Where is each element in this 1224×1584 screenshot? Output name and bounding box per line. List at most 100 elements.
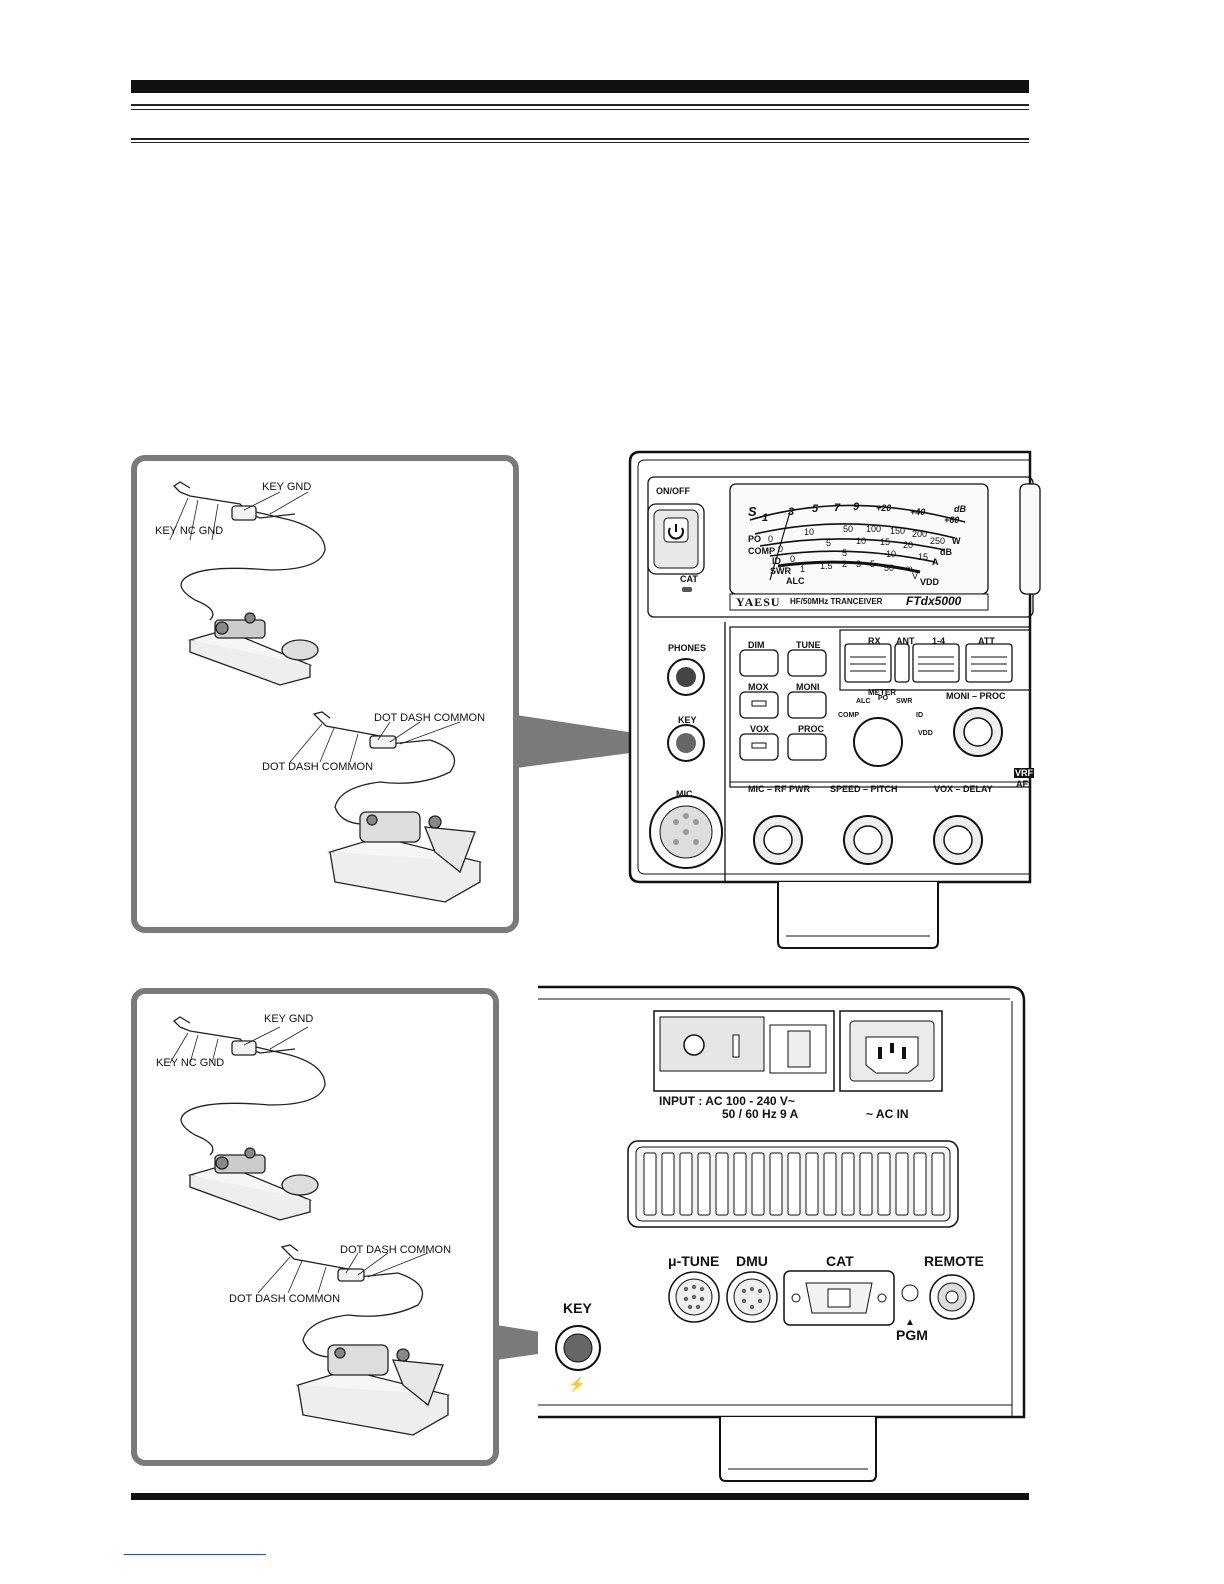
footer-bar (131, 1493, 1029, 1500)
phones-label: PHONES (668, 643, 707, 653)
meter-id-5: 5 (842, 548, 848, 558)
meter-db-label: dB (954, 504, 966, 514)
mox-button-label: MOX (748, 682, 769, 692)
rear-paddle-plug-bottom-label: DOT DASH COMMON (229, 1293, 341, 1305)
ant-range-label: 1-4 (932, 636, 946, 646)
meter-selector-label: METER (868, 688, 896, 697)
meter-pos-id: ID (916, 712, 923, 719)
header-rule-4 (131, 142, 1029, 143)
meter-po-10: 10 (804, 527, 815, 537)
meter-po-200: 200 (912, 529, 928, 539)
vox-button-label: VOX (750, 724, 770, 734)
meter-pos-comp: COMP (838, 712, 859, 719)
cat-connector[interactable] (784, 1271, 894, 1325)
meter-comp-0: 0 (778, 544, 784, 554)
meter-comp-label: COMP (748, 546, 775, 556)
key-label-rear: KEY (563, 1300, 592, 1316)
meter-vdd-50: 50 (884, 563, 895, 573)
meter-pos-po: PO (878, 695, 889, 702)
meter-comp-15: 15 (880, 537, 891, 547)
meter-po-50: 50 (843, 524, 854, 534)
meter-comp-db: dB (940, 547, 952, 557)
vox-delay-knob-label: VOX – DELAY (934, 784, 993, 794)
mu-tune-connector[interactable] (669, 1272, 719, 1322)
ac-in-label: ~ AC IN (866, 1107, 909, 1121)
speed-pitch-knob-label: SPEED – PITCH (830, 784, 898, 794)
meter-s-label: S (748, 504, 757, 519)
meter-s-tick-1: 1 (762, 512, 769, 524)
ant-label: ANT (896, 636, 915, 646)
rear-straight-key-plug-top-label: KEY GND (264, 1013, 314, 1025)
meter-s-tick-5: 5 (812, 503, 819, 515)
meter-s-tick-60: +60 (944, 515, 960, 525)
meter-pos-swr: SWR (896, 698, 913, 705)
remote-jack[interactable] (930, 1275, 974, 1319)
model-description: HF/50MHz TRANCEIVER (790, 597, 883, 606)
meter-s-tick-9: 9 (853, 501, 860, 513)
header-rule-3 (131, 138, 1029, 140)
ac-input-rating: INPUT : AC 100 - 240 V~ (659, 1094, 795, 1108)
header-bar (131, 80, 1029, 93)
cat-indicator-label: CAT (680, 574, 698, 584)
ac-input-frequency: 50 / 60 Hz 9 A (722, 1107, 799, 1121)
meter-id-0: 0 (790, 554, 796, 564)
key-label-front: KEY (678, 715, 697, 725)
key-symbol-icon: ⚡ (568, 1376, 586, 1392)
meter-pos-vdd: VDD (918, 730, 933, 737)
dmu-connector[interactable] (727, 1272, 777, 1322)
pgm-button[interactable] (902, 1285, 918, 1301)
att-label: ATT (978, 636, 995, 646)
meter-swr-2: 2 (842, 559, 848, 569)
meter-id-10: 10 (886, 549, 897, 559)
straight-key-illustration (169, 481, 326, 686)
on-off-label: ON/OFF (656, 486, 690, 496)
meter-id-15: 15 (918, 552, 929, 562)
key-jack-rear[interactable] (556, 1326, 600, 1370)
meter-po-250: 250 (930, 536, 946, 546)
meter-w-label: W (952, 536, 961, 546)
straight-key-illustration-rear (169, 1016, 326, 1221)
pgm-arrow-icon: ▲ (905, 1317, 915, 1328)
rx-label: RX (868, 636, 881, 646)
cat-label: CAT (826, 1253, 854, 1269)
brand-logo: YAESU (736, 595, 781, 609)
paddle-illustration (289, 711, 483, 903)
rear-panel-body (538, 985, 1026, 1482)
meter-swr-inf: ∞ (906, 563, 913, 573)
remote-label: REMOTE (924, 1253, 984, 1269)
meter-po-100: 100 (866, 524, 882, 534)
meter-comp-5: 5 (826, 538, 832, 548)
header-rule-1 (131, 104, 1029, 106)
meter-s-tick-3: 3 (788, 506, 795, 518)
rear-paddle-plug-top-label: DOT DASH COMMON (340, 1244, 452, 1256)
meter-po-label: PO (748, 534, 762, 544)
mu-tune-label: μ-TUNE (668, 1253, 720, 1269)
front-straight-key-plug-bottom-label: KEY NC GND (155, 525, 224, 537)
tune-button-label: TUNE (796, 640, 821, 650)
meter-vdd-label: VDD (920, 577, 940, 587)
meter-s-tick-20: +20 (876, 503, 892, 513)
meter-comp-20: 20 (903, 540, 914, 550)
meter-a-label: A (932, 557, 939, 567)
vrf-label: VRF (1014, 768, 1034, 778)
meter-po-0: 0 (768, 534, 774, 544)
af-label: AF (1016, 779, 1028, 789)
ac-inlet (850, 1021, 934, 1081)
paddle-illustration-rear (257, 1244, 451, 1436)
model-name: FTdx5000 (906, 594, 962, 608)
rear-straight-key-plug-bottom-label: KEY NC GND (156, 1057, 225, 1069)
front-paddle-plug-bottom-label: DOT DASH COMMON (262, 761, 374, 773)
meter-swr-label: SWR (770, 566, 791, 576)
meter-swr-5: 5 (870, 559, 876, 569)
meter-vdd-v: V (912, 571, 919, 581)
moni-button-label: MONI (796, 682, 820, 692)
meter-id-label: ID (772, 556, 781, 566)
power-switch[interactable] (660, 1017, 764, 1071)
dmu-label: DMU (736, 1253, 768, 1269)
front-straight-key-plug-top-label: KEY GND (262, 481, 312, 493)
meter-pos-alc: ALC (856, 698, 871, 705)
meter-comp-10: 10 (856, 536, 867, 546)
mic-rfpwr-knob-label: MIC – RF PWR (748, 784, 810, 794)
meter-swr-3: 3 (856, 559, 862, 569)
